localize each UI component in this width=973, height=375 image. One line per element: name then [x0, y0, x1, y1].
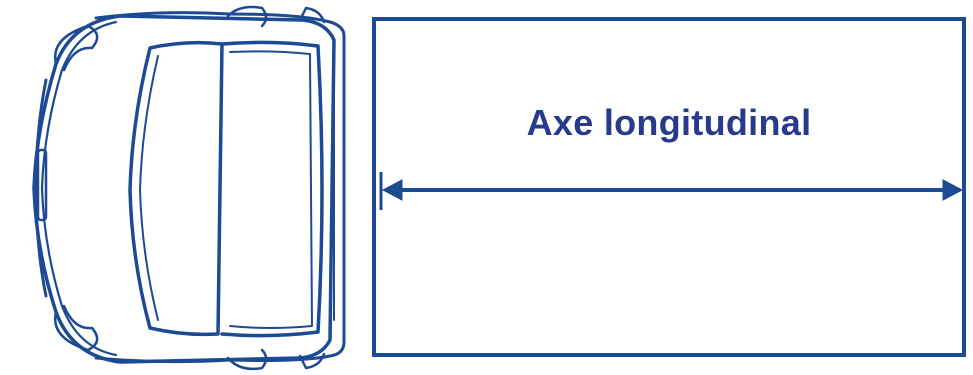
- axis-label: Axe longitudinal: [526, 102, 812, 143]
- cargo-area-box: [372, 17, 966, 357]
- truck-top-view-icon: [32, 5, 346, 371]
- double-arrow-icon: [379, 172, 966, 210]
